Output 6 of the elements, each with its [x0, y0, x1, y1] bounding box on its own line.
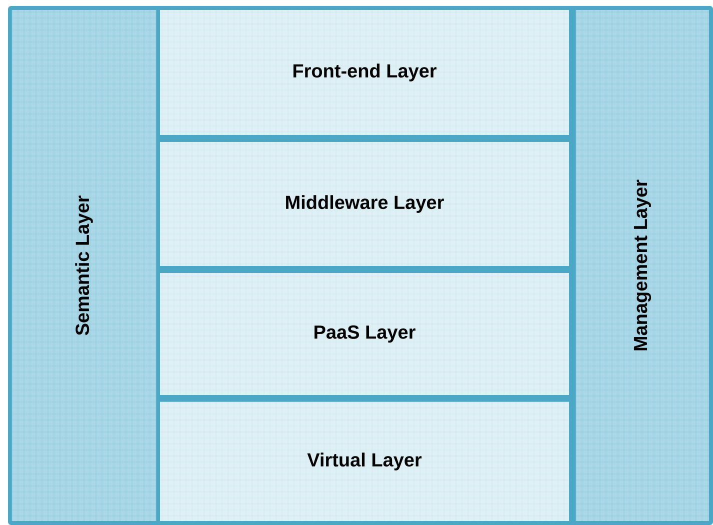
layer-box: Middleware Layer	[160, 142, 570, 266]
layer-box: Virtual Layer	[160, 402, 570, 522]
layer-band: Semantic Layer	[12, 10, 156, 522]
layer-box: PaaS Layer	[160, 272, 570, 396]
layer-box: Front-end Layer	[160, 10, 570, 136]
layer-band: Management Layer	[576, 10, 710, 522]
